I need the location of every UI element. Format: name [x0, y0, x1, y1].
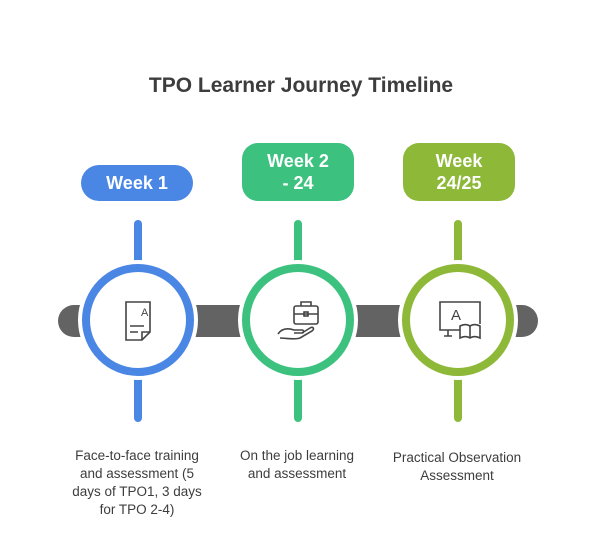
monitor-book-icon: A: [439, 301, 481, 340]
svg-text:A: A: [451, 307, 461, 324]
stage-2-label: Week 2 - 24: [242, 143, 354, 201]
stage-1-label-text: Week 1: [106, 173, 168, 193]
stage-2-description: On the job learning and assessment: [239, 448, 355, 481]
stage-3-label: Week 24/25: [403, 143, 515, 201]
stage-3-label-line-2: 24/25: [436, 173, 482, 193]
stage-1-node: A: [82, 264, 194, 376]
stage-2-label-line-2: - 24: [282, 173, 314, 193]
hand-briefcase-icon: [277, 301, 319, 340]
svg-text:A: A: [141, 307, 149, 319]
stage-3-label-line-1: Week: [435, 151, 483, 171]
stage-2-label-line-1: Week 2: [267, 151, 329, 171]
stage-2-node: [242, 264, 354, 376]
stage-3-description: Practical Observation Assessment: [392, 450, 522, 483]
stage-3-node: A: [402, 264, 514, 376]
diagram-title: TPO Learner Journey Timeline: [148, 74, 454, 97]
stage-1-description: Face-to-face training and assessment (5 …: [72, 448, 202, 517]
document-icon: A: [125, 301, 151, 341]
stage-1-label: Week 1: [81, 165, 193, 201]
